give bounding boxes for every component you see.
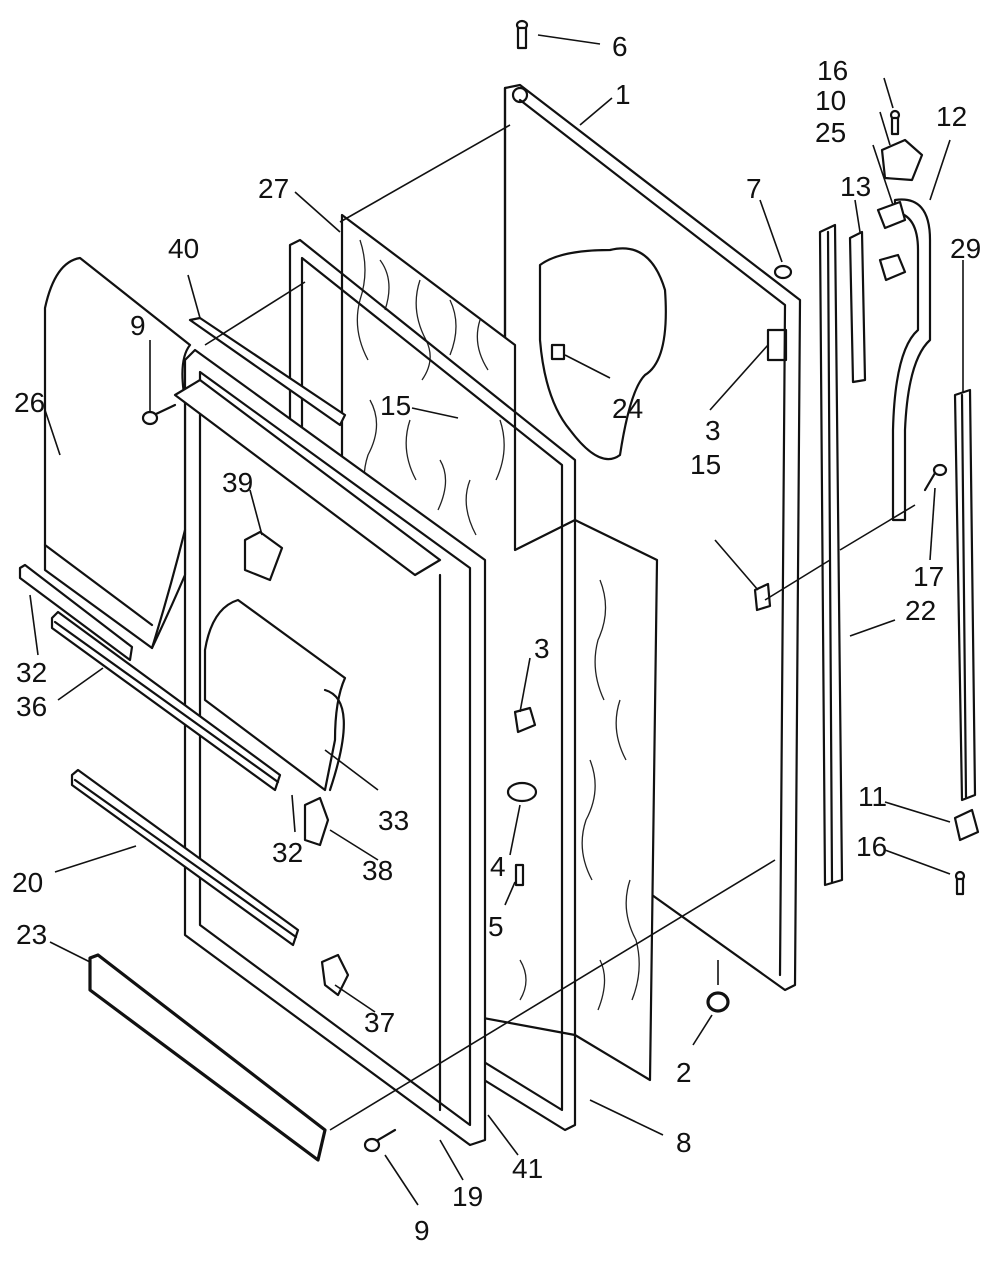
middle-door-bin — [203, 598, 347, 792]
ribbed-strip — [50, 610, 282, 792]
upper-door-bin — [43, 256, 192, 650]
callout-39: 39 — [222, 467, 253, 498]
callout-23: 23 — [16, 919, 47, 950]
callout-33: 33 — [378, 805, 409, 836]
door-handle — [891, 198, 932, 522]
alignment-lines — [204, 124, 916, 1131]
mount-block-13 — [878, 253, 907, 282]
callout-8: 8 — [676, 1127, 692, 1158]
bin-trim-strip-upper — [18, 563, 134, 662]
bracket-11 — [953, 808, 980, 842]
shelf-retainer-37 — [320, 953, 350, 997]
callout-3: 3 — [534, 633, 550, 664]
hinge-bracket-lower — [513, 706, 537, 734]
callout-1: 1 — [615, 79, 631, 110]
washer-4 — [506, 781, 538, 803]
callout-6: 6 — [612, 31, 628, 62]
callout-11: 11 — [858, 781, 887, 812]
callout-19: 19 — [452, 1181, 483, 1212]
screw-17 — [923, 463, 948, 492]
callout-32: 32 — [272, 837, 303, 868]
callout-27: 27 — [258, 173, 289, 204]
callout-25: 25 — [815, 117, 846, 148]
handle-rail — [818, 223, 844, 887]
callout-12: 12 — [936, 101, 967, 132]
callout-17: 17 — [913, 561, 944, 592]
callout-15: 15 — [380, 390, 411, 421]
callout-10: 10 — [815, 85, 846, 116]
callout-36: 36 — [16, 691, 47, 722]
callout-15: 15 — [690, 449, 721, 480]
callout-24: 24 — [612, 393, 643, 424]
screw-6 — [515, 19, 529, 50]
callout-29: 29 — [950, 233, 981, 264]
callout-3: 3 — [705, 415, 721, 446]
lower-ribbed-strip — [70, 768, 300, 947]
callout-9: 9 — [414, 1215, 430, 1246]
callout-9: 9 — [130, 310, 146, 341]
callout-labels: 6 1 16 10 25 12 13 7 29 27 40 9 26 15 24… — [12, 31, 981, 1246]
screw-16-top — [889, 109, 901, 136]
bumper-2 — [706, 991, 730, 1013]
callout-32: 32 — [16, 657, 47, 688]
handle-mount-25 — [876, 200, 907, 230]
screw-9-upper — [141, 403, 177, 426]
callout-2: 2 — [676, 1057, 692, 1088]
screw-9-lower — [363, 1128, 397, 1153]
callout-38: 38 — [362, 855, 393, 886]
callout-41: 41 — [512, 1153, 543, 1184]
callout-40: 40 — [168, 233, 199, 264]
callout-13: 13 — [840, 171, 871, 202]
callout-16: 16 — [856, 831, 887, 862]
top-trim-strip — [188, 316, 347, 427]
callout-22: 22 — [905, 595, 936, 626]
callout-37: 37 — [364, 1007, 395, 1038]
upper-shelf-support — [173, 378, 442, 582]
leader-arrows — [29, 34, 964, 1206]
callout-26: 26 — [14, 387, 45, 418]
handle-mount-10 — [880, 138, 924, 182]
rail-cap — [848, 230, 867, 384]
screw-16-lower — [954, 870, 966, 896]
callout-4: 4 — [490, 851, 506, 882]
bottom-trim — [88, 953, 327, 1162]
screw-5 — [514, 863, 525, 887]
shelf-retainer-38 — [303, 796, 330, 847]
side-trim-strip — [953, 388, 977, 802]
callout-5: 5 — [488, 911, 504, 942]
callout-7: 7 — [746, 173, 762, 204]
callout-16: 16 — [817, 55, 848, 86]
callout-20: 20 — [12, 867, 43, 898]
